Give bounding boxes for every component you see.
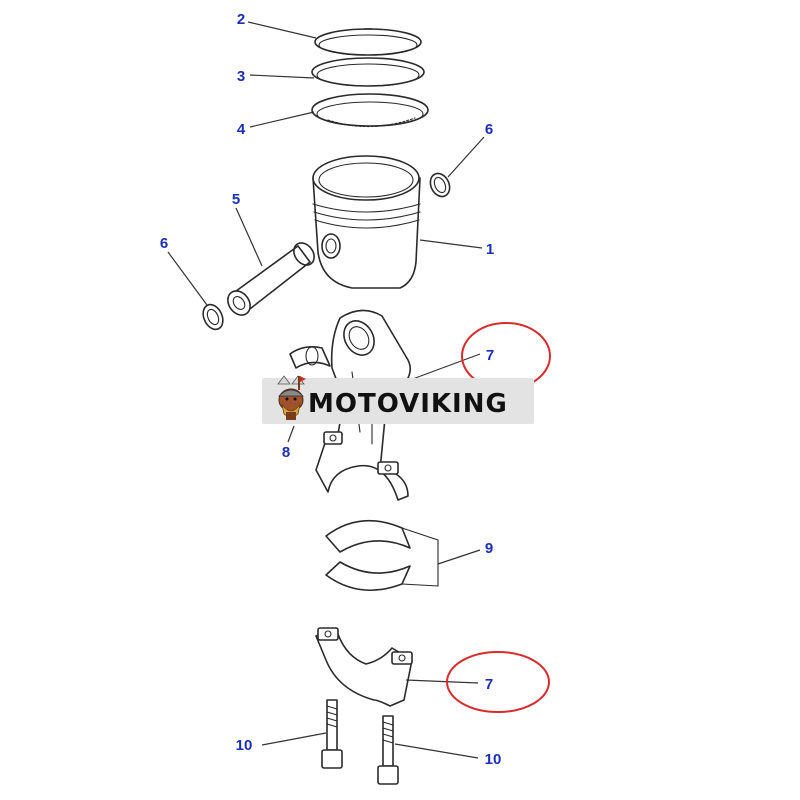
watermark: MOTOVIKING (262, 375, 534, 424)
callout-number: 3 (237, 68, 245, 85)
callout-number: 1 (486, 241, 494, 258)
callout-number: 6 (160, 235, 168, 252)
callout-number: 9 (485, 540, 493, 557)
callout-number: 7 (485, 676, 493, 693)
callout-number: 10 (485, 751, 502, 768)
rod-bolt-left (321, 699, 343, 769)
viking-mascot-icon (277, 375, 306, 420)
callout-number: 2 (237, 11, 245, 28)
piston-ring-oil (311, 93, 429, 128)
leader-lines (167, 21, 485, 759)
callout-number: 6 (485, 121, 493, 138)
callout-number: 8 (282, 444, 290, 461)
piston-pin (227, 242, 315, 316)
piston-ring-top (314, 28, 422, 56)
snap-ring-left (202, 303, 224, 331)
watermark-text: MOTOVIKING (308, 389, 508, 419)
callout-number: 10 (236, 737, 253, 754)
callout-number: 5 (232, 191, 240, 208)
callout-number: 4 (237, 121, 246, 138)
rod-bolt-right (377, 715, 399, 785)
callout-number: 7 (486, 347, 494, 364)
small-end-bushing (289, 346, 331, 369)
piston-ring-second (311, 57, 425, 87)
connecting-rod-bearing (325, 519, 439, 592)
highlight-circle-cap (446, 651, 550, 713)
connecting-rod-cap (315, 627, 413, 707)
snap-ring-right (429, 172, 451, 198)
piston (312, 155, 421, 289)
